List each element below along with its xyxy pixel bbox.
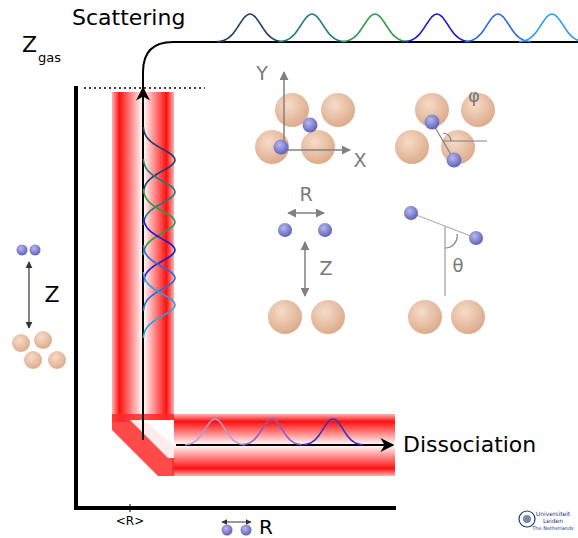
wavepacket <box>143 272 175 338</box>
logo-text: The Netherlands <box>532 526 573 531</box>
angle-symbol: φ <box>468 87 480 105</box>
rz-inset <box>268 213 345 334</box>
wavepacket <box>404 14 470 42</box>
coordinate-symbol: Z <box>22 34 37 56</box>
wavepacket <box>279 14 345 42</box>
potential-band <box>112 92 395 476</box>
wavepacket <box>143 189 175 255</box>
logo-text: Leiden <box>543 518 563 524</box>
wavepacket <box>143 217 175 283</box>
theta-inset <box>404 206 485 334</box>
bond-molecule <box>222 522 252 536</box>
axis-tick-label: <R> <box>116 515 144 527</box>
logo-text: Universiteit <box>536 511 570 517</box>
axis-name: Y <box>256 64 268 83</box>
process-name: Dissociation <box>403 434 536 456</box>
axes <box>74 86 396 512</box>
wavepacket <box>185 419 245 445</box>
wavepacket <box>303 419 363 445</box>
phi-inset <box>395 93 495 168</box>
molecule-surface <box>12 245 66 370</box>
trajectory-arrow <box>143 42 578 445</box>
xy-inset <box>255 72 355 164</box>
axis-name: R <box>259 517 273 537</box>
subscript: gas <box>38 51 61 64</box>
wavepacket <box>465 14 531 42</box>
coordinate-symbol: Z <box>44 284 59 306</box>
process-name: Scattering <box>72 7 185 29</box>
wavepackets <box>143 14 578 445</box>
wavepacket <box>242 419 302 445</box>
wavepacket <box>519 14 578 42</box>
wavepacket <box>143 127 175 193</box>
angle-symbol: θ <box>452 257 463 275</box>
wavepacket <box>143 245 175 311</box>
wavepacket <box>342 14 408 42</box>
axis-name: X <box>353 151 366 170</box>
coordinate-symbol: R <box>299 185 312 204</box>
coordinate-symbol: Z <box>319 259 332 278</box>
wavepacket <box>217 14 283 42</box>
